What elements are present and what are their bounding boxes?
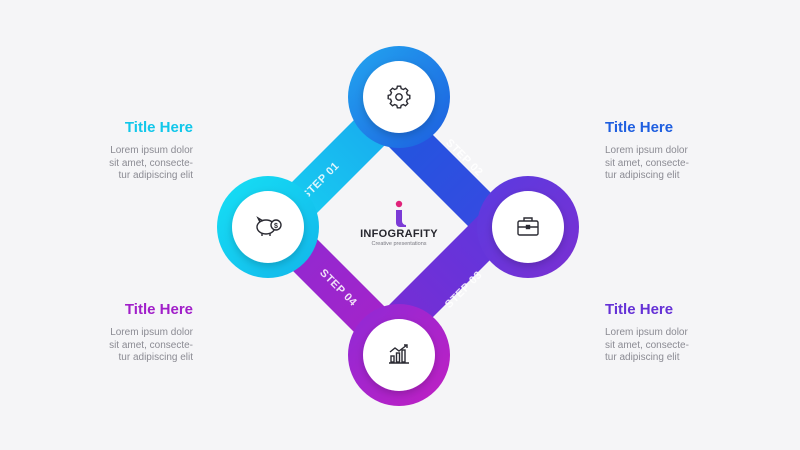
brand-tagline: Creative presentations xyxy=(371,241,427,247)
step-01-body: Lorem ipsum dolor sit amet, consecte- tu… xyxy=(109,145,193,181)
step-03-body: Lorem ipsum dolor sit amet, consecte- tu… xyxy=(605,327,689,363)
bar-chart-icon xyxy=(389,344,409,364)
step-04-title: Title Here xyxy=(124,301,193,318)
briefcase-icon xyxy=(517,217,539,236)
svg-text:$: $ xyxy=(274,223,278,230)
brand-logo-icon xyxy=(395,200,406,227)
step-04-body: Lorem ipsum dolor sit amet, consecte- tu… xyxy=(109,327,193,363)
step-02-title: Title Here xyxy=(605,119,674,136)
step-03-text: Title Here Lorem ipsum dolor sit amet, c… xyxy=(605,301,755,365)
brand-name: INFOGRAFITY xyxy=(360,228,438,240)
step-04-text: Title Here Lorem ipsum dolor sit amet, c… xyxy=(43,301,193,365)
piggy-bank-icon: $ xyxy=(256,216,282,236)
step-02-body: Lorem ipsum dolor sit amet, consecte- tu… xyxy=(605,145,689,181)
step-02-text: Title Here Lorem ipsum dolor sit amet, c… xyxy=(605,119,755,183)
node-top xyxy=(348,46,450,148)
step-03-title: Title Here xyxy=(605,301,674,318)
node-left xyxy=(217,176,319,278)
step-01-text: Title Here Lorem ipsum dolor sit amet, c… xyxy=(43,119,193,183)
gear-icon xyxy=(387,85,411,109)
center-brand: INFOGRAFITY Creative presentations xyxy=(340,196,458,247)
step-01-title: Title Here xyxy=(124,119,193,136)
